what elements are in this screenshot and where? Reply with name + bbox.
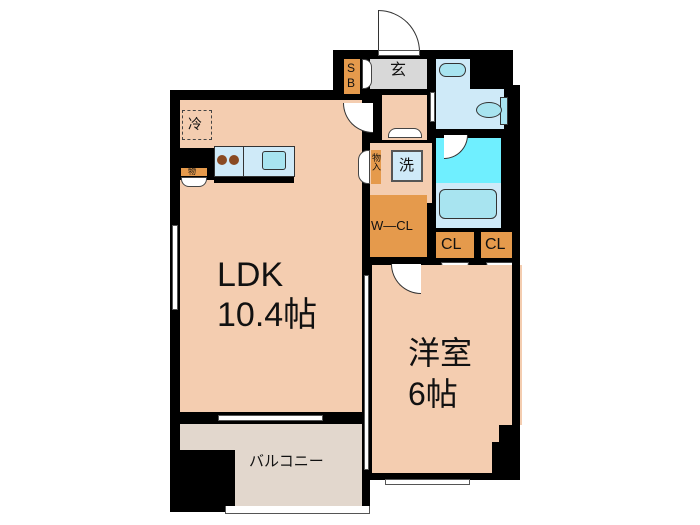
closet-2: [481, 232, 517, 258]
fridge-label: 冷: [188, 116, 202, 132]
balcony: [180, 424, 362, 450]
room-western-ext: [372, 265, 522, 425]
bath-door-frame: [430, 92, 435, 122]
entrance-label: 玄: [390, 62, 407, 79]
kitchen-storage: [181, 168, 207, 176]
balcony: [235, 448, 362, 506]
western-window: [385, 479, 470, 485]
burner-icon: [229, 155, 239, 165]
shoebox: [344, 59, 360, 94]
kitchen-storage-label: 物: [188, 167, 196, 176]
toilet-bowl-icon: [476, 102, 502, 118]
shoebox-door: [362, 59, 372, 89]
washer-label: 洗: [399, 157, 415, 174]
entrance-door-frame: [378, 50, 420, 56]
ldk-room-name: LDK: [217, 256, 284, 294]
western-corner-column: [492, 442, 520, 480]
kitchen-counter-back: [214, 177, 294, 183]
bathtub-icon: [439, 189, 497, 219]
balcony-rail: [225, 506, 370, 514]
sink-icon: [262, 151, 286, 170]
walk-in-closet: [370, 195, 427, 257]
balcony-label: バルコニー: [249, 453, 324, 470]
entrance-genkan: [370, 59, 427, 89]
fridge-space: [182, 110, 212, 140]
entry-storage-label: 物入: [371, 153, 381, 171]
closet-2-label: CL: [485, 236, 506, 253]
entry-storage: [371, 150, 381, 184]
partition-sliding-door[interactable]: [364, 275, 369, 470]
ldk-balcony-window: [218, 415, 323, 421]
western-room-size: 6帖: [408, 376, 458, 412]
wall-right-edge: [512, 85, 520, 480]
western-room-name: 洋室: [408, 335, 473, 371]
kitchen-storage-door: [181, 177, 207, 187]
ldk-left-window: [172, 225, 178, 310]
closet-1-label: CL: [441, 236, 462, 253]
shoebox-label-b: B: [347, 76, 356, 90]
closet-1: [436, 232, 474, 258]
burner-icon: [217, 155, 227, 165]
hall-double-door[interactable]: [388, 128, 422, 138]
entrance-door[interactable]: [378, 10, 420, 52]
vanity-sink-icon: [439, 63, 466, 77]
walk-in-closet-label: W—CL: [371, 218, 413, 233]
washing-machine: [391, 150, 423, 182]
ldk-room-size: 10.4帖: [217, 296, 318, 334]
shoebox-label-s: S: [347, 61, 356, 75]
toilet-notch: [470, 55, 513, 89]
entry-storage-door[interactable]: [358, 150, 370, 184]
